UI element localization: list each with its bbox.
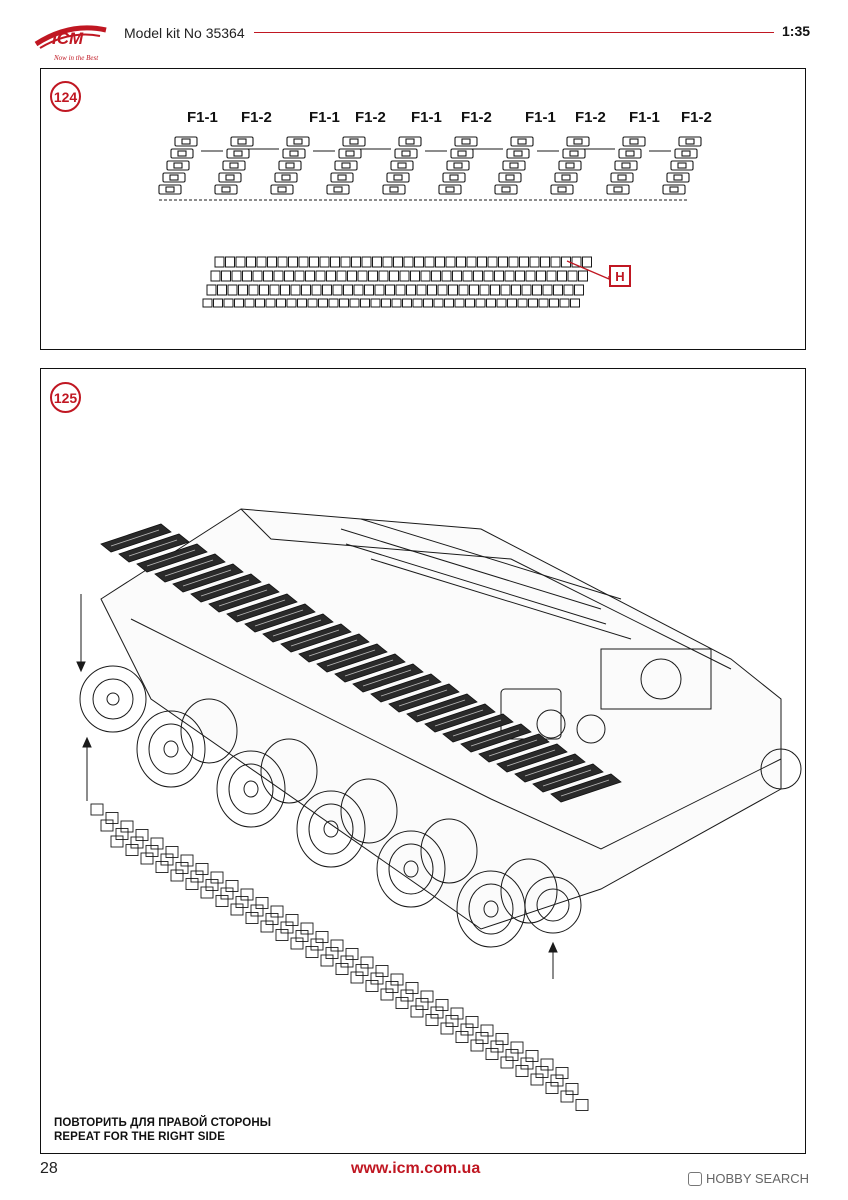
part-label-f1-2: F1-2 (575, 109, 606, 126)
watermark: HOBBY SEARCH (688, 1171, 809, 1186)
part-label-f1-1: F1-1 (629, 109, 660, 126)
callout-leader-line (566, 260, 610, 280)
part-label-f1-1: F1-1 (411, 109, 442, 126)
part-callout-h: H (609, 265, 631, 287)
website-link[interactable]: www.icm.com.ua (351, 1160, 481, 1177)
hull-track-assembly-illustration (76, 508, 802, 1111)
part-label-f1-1: F1-1 (187, 109, 218, 126)
watermark-logo-icon (688, 1171, 702, 1186)
note-english: REPEAT FOR THE RIGHT SIDE (54, 1131, 225, 1143)
step-125-panel: 125 (40, 368, 806, 1154)
step-number-badge: 125 (50, 382, 81, 413)
svg-text:Now in the Best: Now in the Best (53, 54, 99, 62)
part-label-f1-2: F1-2 (461, 109, 492, 126)
note-russian: ПОВТОРИТЬ ДЛЯ ПРАВОЙ СТОРОНЫ (54, 1117, 272, 1129)
part-label-f1-1: F1-1 (525, 109, 556, 126)
scale-label: 1:35 (782, 23, 811, 39)
part-label-f1-2: F1-2 (241, 109, 272, 126)
watermark-text: HOBBY SEARCH (706, 1171, 810, 1186)
part-label-f1-1: F1-1 (309, 109, 340, 126)
icm-logo: ICM Now in the Best (30, 18, 110, 68)
svg-text:ICM: ICM (52, 29, 84, 48)
header-rule (254, 32, 774, 33)
part-label-f1-2: F1-2 (681, 109, 712, 126)
step-124-panel: 124 F1-1 F1-2 F1-1 F1-2 F1-1 F1-2 F1-1 F… (40, 68, 806, 350)
assembled-track-section (202, 256, 592, 308)
model-kit-number: Model kit No 35364 (124, 25, 245, 41)
page-number: 28 (40, 1160, 58, 1177)
part-label-f1-2: F1-2 (355, 109, 386, 126)
step-number-badge: 124 (50, 81, 81, 112)
track-links-illustration (158, 136, 702, 201)
